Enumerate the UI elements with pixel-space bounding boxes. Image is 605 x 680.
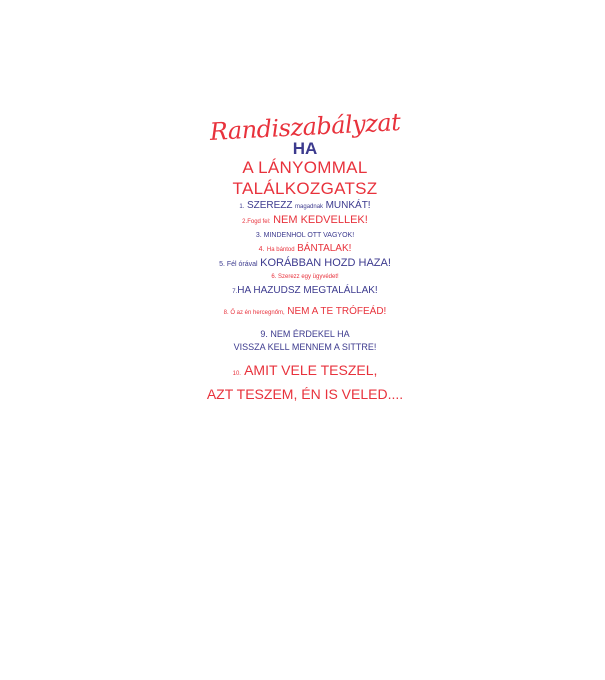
rule-1: 1. SZEREZZ magadnak MUNKÁT! [239, 200, 371, 211]
heading-line3: TALÁLKOZGATSZ [232, 179, 378, 198]
rule-5: 5. Fél órával KORÁBBAN HOZD HAZA! [219, 257, 391, 269]
rule-9-line2: VISSZA KELL MENNEM A SITTRE! [233, 342, 377, 352]
rule-10-line1: AMIT VELE TESZEL, [244, 362, 378, 378]
rule-10-line2: AZT TESZEM, ÉN IS VELED.... [206, 386, 404, 402]
heading-ha: HA [292, 139, 318, 158]
rule-8: 8. Ő az én hercegnőm, NEM A TE TRÓFEÁD! [223, 306, 387, 317]
rule-10: 10. AMIT VELE TESZEL, AZT TESZEM, ÉN IS … [200, 360, 410, 404]
rule-9-line1: 9. NEM ÉRDEKEL HA [260, 329, 350, 339]
rule-3: 3. MINDENHOL OTT VAGYOK! [255, 232, 355, 239]
heading-line2: A LÁNYOMMAL [242, 158, 368, 177]
rule-2: 2.Fogd fel: NEM KEDVELLEK! [242, 214, 368, 226]
rule-4: 4. Ha bántod BÁNTALAK! [258, 243, 352, 254]
rule-7: 7.HA HAZUDSZ MEGTALÁLLAK! [232, 285, 378, 296]
poster: Randiszabályzat HA A LÁNYOMMAL TALÁLKOZG… [200, 108, 410, 404]
rule-6: 6. Szerezz egy ügyvédet! [271, 274, 339, 280]
